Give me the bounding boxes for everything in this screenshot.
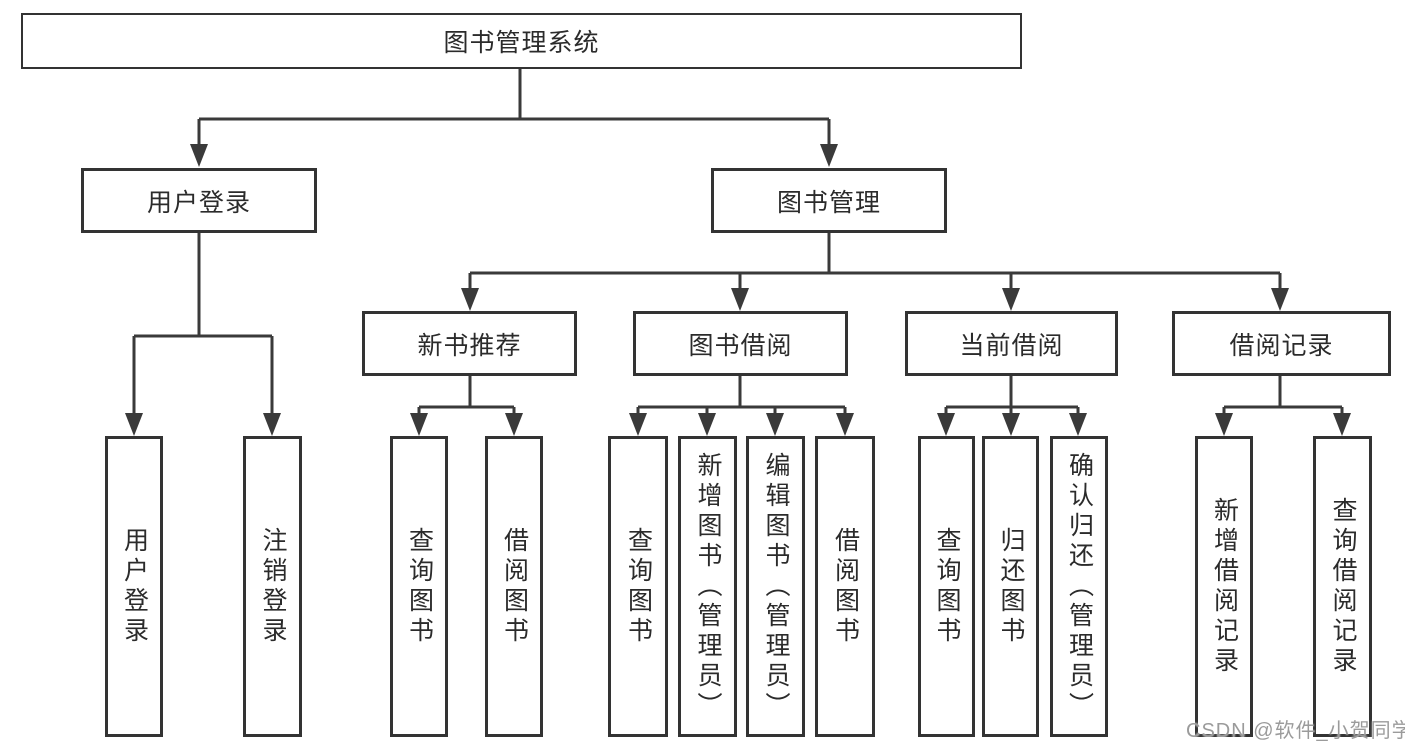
leaf-edit-books-admin: 编辑图书（管理员）	[746, 436, 805, 737]
leaf-user-login: 用户登录	[105, 436, 163, 737]
node-book-borrowing: 图书借阅	[633, 311, 848, 376]
leaf-return-books: 归还图书	[982, 436, 1039, 737]
node-user-login-label: 用户登录	[146, 188, 251, 217]
node-book-borrowing-label: 图书借阅	[688, 331, 793, 360]
node-library-system: 图书管理系统	[21, 13, 1022, 69]
leaf-search-books-1: 查询图书	[390, 436, 448, 737]
leaf-search-books-2: 查询图书	[608, 436, 668, 737]
leaf-search-books-3-label: 查询图书	[933, 526, 961, 647]
node-library-system-label: 图书管理系统	[443, 29, 600, 57]
leaf-borrow-books-2: 借阅图书	[815, 436, 875, 737]
node-book-management-label: 图书管理	[776, 188, 881, 217]
node-new-book-recommend: 新书推荐	[362, 311, 577, 376]
leaf-return-books-label: 归还图书	[997, 526, 1025, 647]
leaf-user-login-label: 用户登录	[120, 526, 149, 647]
leaf-logout: 注销登录	[243, 436, 302, 737]
node-user-login: 用户登录	[81, 168, 317, 233]
node-current-borrowing-label: 当前借阅	[959, 331, 1064, 360]
leaf-borrow-books-1-label: 借阅图书	[500, 526, 529, 647]
node-new-book-recommend-label: 新书推荐	[417, 331, 522, 360]
leaf-search-books-3: 查询图书	[918, 436, 975, 737]
leaf-add-books-admin: 新增图书（管理员）	[678, 436, 737, 737]
node-book-management: 图书管理	[711, 168, 947, 233]
leaf-search-books-1-label: 查询图书	[405, 526, 434, 647]
node-current-borrowing: 当前借阅	[905, 311, 1118, 376]
leaf-search-borrow-record-label: 查询借阅记录	[1329, 496, 1357, 677]
leaf-search-borrow-record: 查询借阅记录	[1313, 436, 1372, 737]
leaf-borrow-books-1: 借阅图书	[485, 436, 543, 737]
leaf-logout-label: 注销登录	[259, 526, 287, 647]
leaf-borrow-books-2-label: 借阅图书	[831, 526, 860, 647]
leaf-add-books-admin-label: 新增图书（管理员）	[694, 451, 722, 722]
leaf-confirm-return-admin: 确认归还（管理员）	[1050, 436, 1108, 737]
node-borrowing-records-label: 借阅记录	[1229, 331, 1334, 360]
csdn-watermark: CSDN @软件_小贺同学	[1186, 720, 1405, 742]
leaf-search-books-2-label: 查询图书	[624, 526, 653, 647]
leaf-add-borrow-record-label: 新增借阅记录	[1210, 496, 1239, 677]
leaf-add-borrow-record: 新增借阅记录	[1195, 436, 1253, 737]
leaf-edit-books-admin-label: 编辑图书（管理员）	[762, 451, 790, 722]
node-borrowing-records: 借阅记录	[1172, 311, 1391, 376]
leaf-confirm-return-admin-label: 确认归还（管理员）	[1065, 451, 1094, 722]
